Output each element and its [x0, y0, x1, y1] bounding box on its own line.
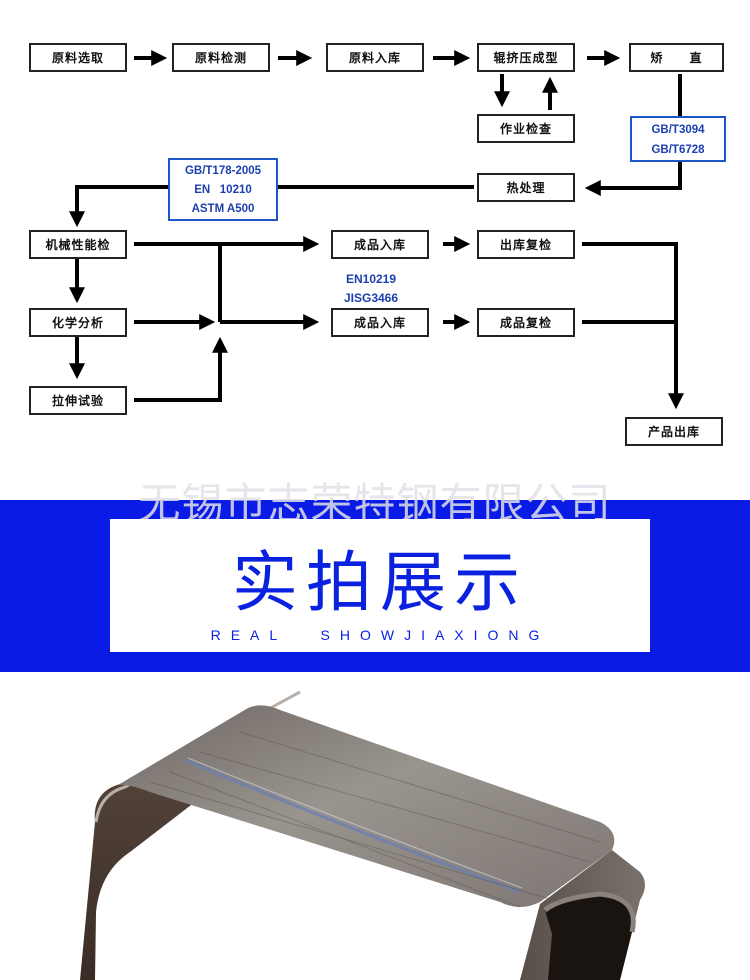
standard-gbt178: GB/T178-2005	[184, 165, 262, 177]
standard-en10210: EN 10210	[194, 184, 252, 196]
standard-astm-a500: ASTM A500	[191, 203, 255, 215]
step-tensile-test: 拉伸试验	[29, 386, 127, 415]
step-product-storage-2: 成品入库	[331, 308, 429, 337]
flow-connectors	[69, 50, 684, 410]
steel-tube-photo	[0, 672, 750, 980]
line-outbound-right	[582, 242, 678, 400]
step-product-outbound: 产品出库	[625, 417, 723, 446]
showcase-title: 实拍展示	[232, 544, 528, 621]
step-raw-select: 原料选取	[29, 43, 127, 72]
step-product-storage-1: 成品入库	[331, 230, 429, 259]
standard-labels-storage: EN10219 JISG3466	[331, 270, 411, 308]
step-work-inspect: 作业检查	[477, 114, 575, 143]
arrow-tensile-to-merge	[134, 336, 228, 402]
step-product-recheck: 成品复检	[477, 308, 575, 337]
step-heat-treat: 热处理	[477, 173, 575, 202]
arrow-heat-to-mech	[69, 185, 474, 228]
step-chem-analysis: 化学分析	[29, 308, 127, 337]
standard-en10219: EN10219	[345, 272, 397, 286]
step-roll-forming: 辊挤压成型	[477, 43, 575, 72]
step-raw-inspect: 原料检测	[172, 43, 270, 72]
standard-gbt6728: GB/T6728	[651, 144, 705, 156]
step-mech-test: 机械性能检	[29, 230, 127, 259]
standard-box-straighten: GB/T3094 GB/T6728	[630, 116, 726, 162]
step-outbound-recheck: 出库复检	[477, 230, 575, 259]
standard-box-heat: GB/T178-2005 EN 10210 ASTM A500	[168, 158, 278, 221]
step-raw-storage: 原料入库	[326, 43, 424, 72]
showcase-subtitle: REAL SHOWJIAXIONG	[210, 627, 550, 643]
showcase-panel: 实拍展示 REAL SHOWJIAXIONG	[110, 519, 650, 652]
standard-jisg3466: JISG3466	[343, 291, 399, 305]
standard-gbt3094: GB/T3094	[651, 124, 705, 136]
step-straighten: 矫 直	[629, 43, 724, 72]
arrow-straighten-to-heat	[584, 74, 682, 196]
